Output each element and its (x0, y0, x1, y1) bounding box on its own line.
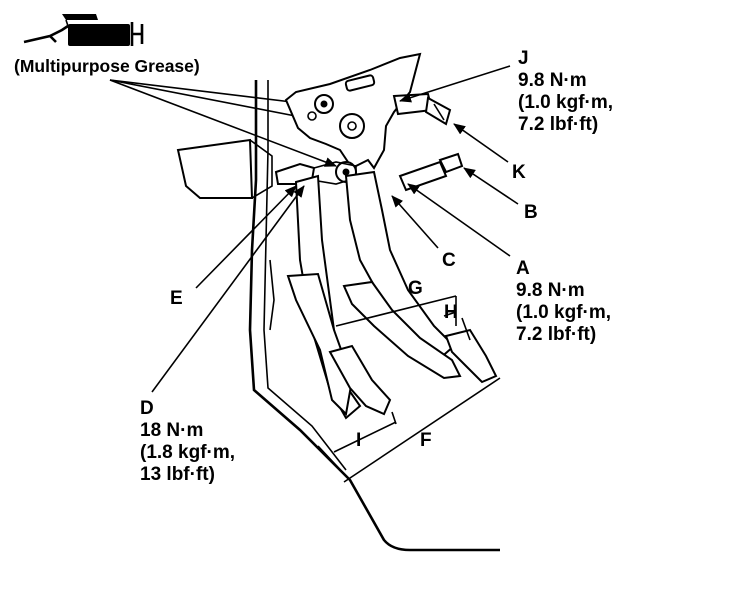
callout-j-torque-lbf: 7.2 lbf·ft) (518, 114, 598, 135)
callout-b-letter: B (524, 202, 538, 223)
callout-j-torque-kgf: (1.0 kgf·m, (518, 92, 613, 113)
brake-light-switch (392, 92, 452, 126)
grease-caption: (Multipurpose Grease) (14, 56, 200, 76)
grease-tag (68, 24, 130, 46)
grease-icon: GREASE (23, 14, 144, 46)
callout-d-torque-nm: 18 N·m (140, 420, 203, 441)
callout-c-letter: C (442, 250, 456, 271)
grease-tag-text: GREASE (72, 28, 127, 43)
dimension-i-label: I (356, 430, 361, 451)
clutch-interlock-switch (398, 152, 464, 192)
dimension-h-label: H (444, 302, 458, 323)
callout-a-torque-kgf: (1.0 kgf·m, (516, 302, 611, 323)
callout-a-letter: A (516, 258, 530, 279)
callout-d-torque-lbf: 13 lbf·ft) (140, 464, 215, 485)
callout-d-torque-kgf: (1.8 kgf·m, (140, 442, 235, 463)
dimension-f-label: F (420, 430, 432, 451)
callout-leaders (151, 65, 519, 393)
callout-e-letter: E (170, 288, 183, 309)
callout-a-torque-nm: 9.8 N·m (516, 280, 585, 301)
callout-j-letter: J (518, 48, 529, 69)
brake-booster-stub (176, 138, 273, 199)
dimension-lines (317, 295, 501, 483)
clutch-pedal (286, 174, 392, 420)
callout-d-letter: D (140, 398, 154, 419)
callout-a-torque-lbf: 7.2 lbf·ft) (516, 324, 596, 345)
pedal-bracket (284, 52, 422, 170)
callout-j-torque-nm: 9.8 N·m (518, 70, 587, 91)
dimension-g-label: G (408, 278, 423, 299)
brake-pedal (342, 170, 498, 384)
callout-k-letter: K (512, 162, 526, 183)
firewall-outline (248, 80, 500, 552)
